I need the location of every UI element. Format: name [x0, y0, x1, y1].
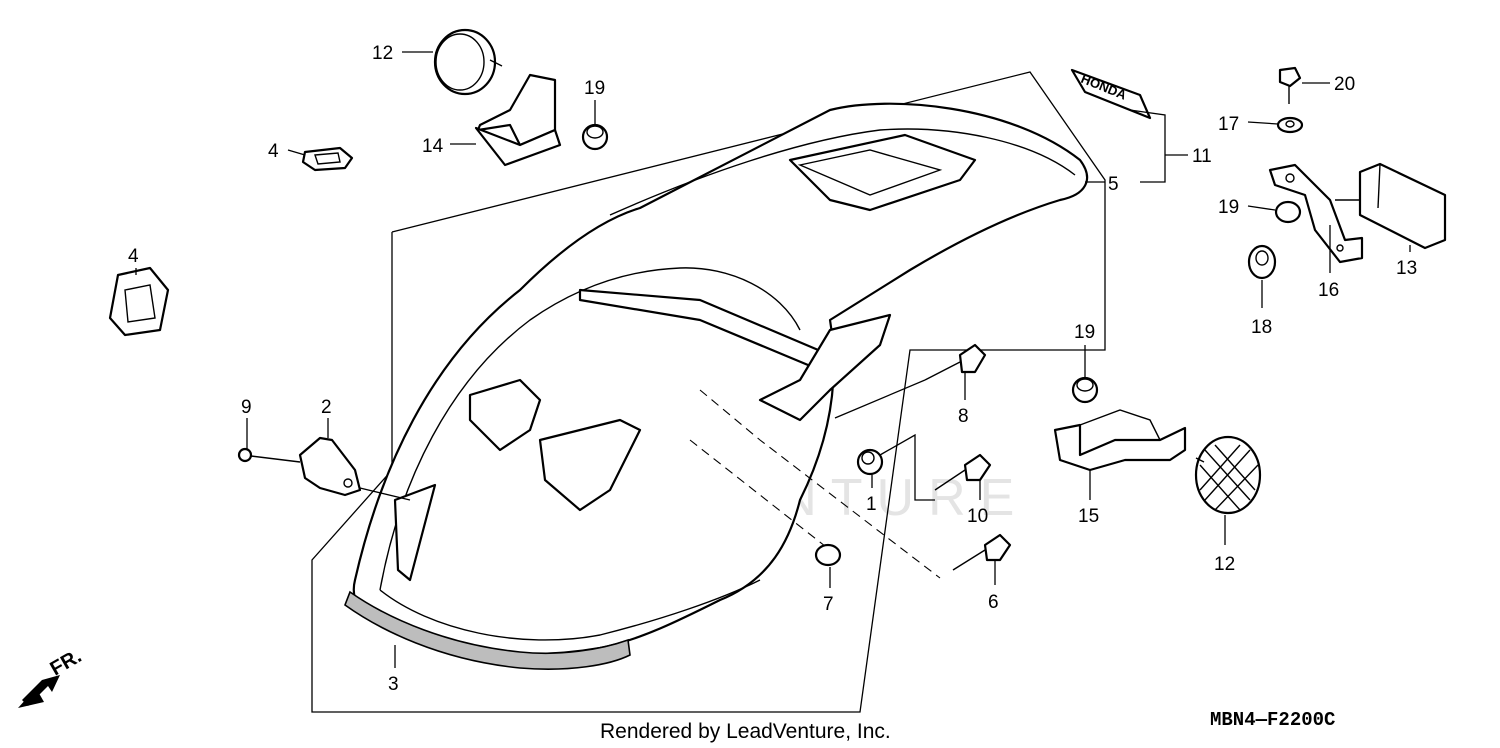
- callout-6: 6: [988, 592, 999, 613]
- callout-19-right: 19: [1218, 197, 1239, 218]
- rear-fender: [352, 102, 1089, 656]
- part-20-bolt: [1278, 66, 1302, 104]
- callout-7: 7: [823, 594, 834, 615]
- part-4-grommet-top: [301, 146, 354, 172]
- callout-9: 9: [241, 397, 252, 418]
- part-1-nut: [856, 433, 935, 501]
- part-19-nut-a: [581, 123, 609, 151]
- callout-1: 1: [866, 494, 877, 515]
- leader-lines: [135, 51, 1411, 668]
- part-14-bracket: [474, 73, 562, 167]
- part-7-nut: [814, 543, 842, 567]
- callout-15: 15: [1078, 506, 1099, 527]
- part-15-bracket: [1053, 409, 1187, 472]
- callout-5: 5: [1108, 174, 1119, 195]
- callout-19-mid: 19: [1074, 322, 1095, 343]
- part-12-reflector-top: [433, 28, 503, 96]
- part-19-nut-b: [1071, 376, 1099, 404]
- callout-20: 20: [1334, 74, 1355, 95]
- part-12-reflector-right: [1194, 435, 1262, 515]
- callout-13: 13: [1396, 258, 1417, 279]
- part-6-bolt: [952, 533, 1012, 571]
- callout-2: 2: [321, 397, 332, 418]
- part-18-nut: [1247, 244, 1277, 280]
- callout-4-top: 4: [268, 141, 279, 162]
- callout-18: 18: [1251, 317, 1272, 338]
- part-10-bolt: [934, 453, 992, 491]
- direction-label: FR.: [47, 645, 86, 680]
- arrow-head-icon: [18, 688, 44, 708]
- callout-16: 16: [1318, 280, 1339, 301]
- assembly-frame: [311, 71, 1106, 713]
- part-16-bracket: [1268, 163, 1364, 264]
- part-19-nut-c: [1274, 200, 1302, 224]
- callout-12-right: 12: [1214, 554, 1235, 575]
- callout-3: 3: [388, 674, 399, 695]
- callout-17: 17: [1218, 114, 1239, 135]
- part-17-washer: [1276, 116, 1304, 134]
- part-8-bolt: [834, 343, 987, 419]
- callout-14: 14: [422, 136, 444, 157]
- footer-credit: Rendered by LeadVenture, Inc.: [600, 720, 891, 743]
- diagram-code: MBN4—F2200C: [1210, 709, 1335, 731]
- front-direction-arrow: FR.: [18, 645, 85, 708]
- part-13-plate: [1335, 162, 1447, 250]
- part-3-strip: [344, 590, 631, 670]
- callout-12-top: 12: [372, 43, 393, 64]
- callout-19-top: 19: [584, 78, 605, 99]
- callout-8: 8: [958, 406, 969, 427]
- callouts: 12 14 4 4 9 2 3 19 1 7 8 10 6 15 19 12 1…: [128, 43, 1417, 695]
- callout-10: 10: [967, 506, 988, 527]
- part-2-bracket: [298, 436, 411, 501]
- callout-11: 11: [1192, 146, 1212, 167]
- part-4-grommet-left: [108, 266, 170, 337]
- callout-4-left: 4: [128, 246, 139, 267]
- part-9-screw: [237, 447, 301, 463]
